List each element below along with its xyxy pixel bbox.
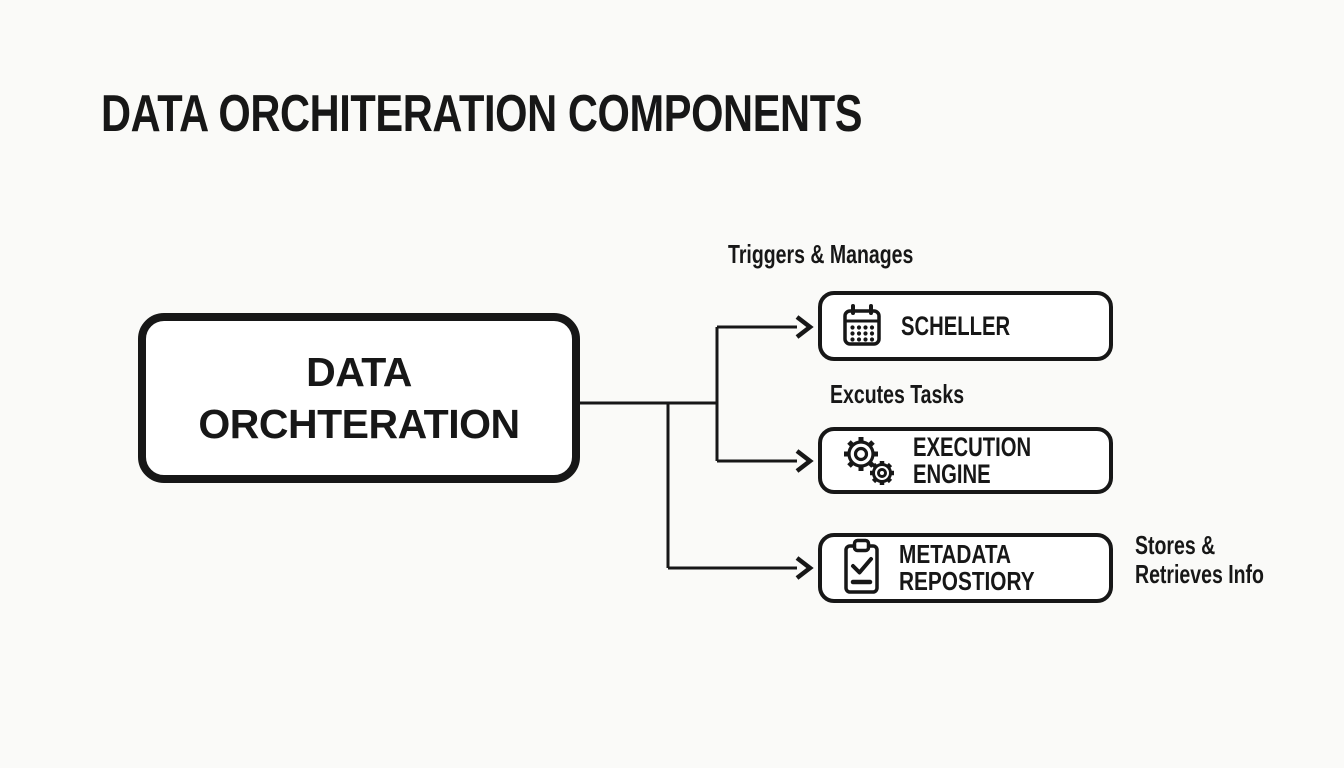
node-label: EXECUTION ENGINE <box>913 431 1032 489</box>
main-node-label: DATA ORCHTERATION <box>198 348 520 447</box>
annotation-executes-tasks: Excutes Tasks <box>830 380 1009 409</box>
annotation-text: Triggers & Manages <box>728 239 914 269</box>
node-label: METADATA REPOSTIORY <box>899 538 1035 596</box>
node-metadata-repository: METADATA REPOSTIORY <box>818 533 1113 603</box>
arrowhead-execution <box>795 449 814 473</box>
annotation-stores-retrieves: Stores & Retrieves Info <box>1135 530 1307 590</box>
diagram-title: DATA ORCHITERATION COMPONENTS <box>101 85 863 143</box>
arrowhead-scheduler <box>795 315 814 339</box>
node-execution-engine: EXECUTION ENGINE <box>818 427 1113 494</box>
node-label: SCHELLER <box>901 310 1011 341</box>
node-scheduler: SCHELLER <box>818 291 1113 361</box>
node-data-orchestration: DATA ORCHTERATION <box>138 313 580 483</box>
gears-icon <box>839 432 897 490</box>
annotation-text: Excutes Tasks <box>830 379 965 409</box>
annotation-triggers-manages: Triggers & Manages <box>728 240 975 269</box>
calendar-icon <box>839 302 885 350</box>
annotation-text: Stores & Retrieves Info <box>1135 530 1264 590</box>
arrowhead-metadata <box>795 556 814 580</box>
clipboard-check-icon <box>839 538 883 598</box>
